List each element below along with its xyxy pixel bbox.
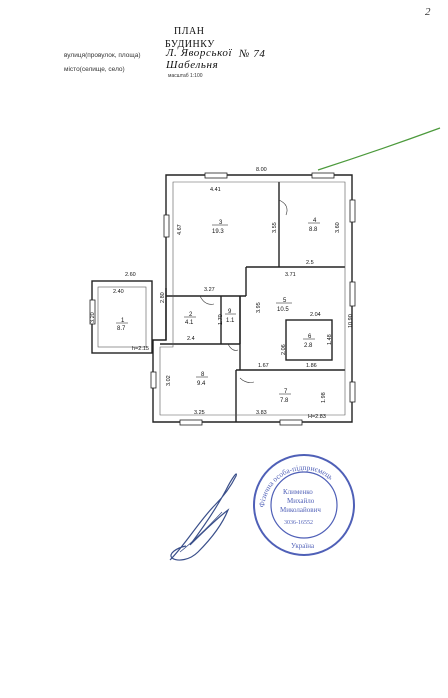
room-3-area: 19.3 (212, 229, 224, 235)
dim-house-height: H=2.83 (308, 414, 326, 420)
room-9-area: 1.1 (226, 318, 235, 324)
dim-room2-depth: 1.70 (218, 314, 224, 325)
dim-room6-bottom: 1.86 (306, 363, 317, 369)
plan-subtitle: БУДИНКУ (165, 39, 215, 50)
stamp-name-line3: Миколайович (280, 506, 321, 514)
dim-room2-width: 3.27 (204, 287, 215, 293)
dim-room3-width: 4.41 (210, 187, 221, 193)
plan-title: ПЛАН (174, 26, 205, 37)
stamp-name-line2: Михайло (287, 497, 315, 505)
stamp-code: 3036-16552 (284, 520, 313, 526)
room-8-area: 9.4 (197, 381, 206, 387)
dim-room4-depth: 3.60 (335, 222, 341, 233)
house-outline (152, 174, 353, 423)
room-4-area: 8.8 (309, 227, 318, 233)
room-5-area: 10.5 (277, 307, 289, 313)
signature (169, 473, 237, 561)
room-2-number: 2 (189, 312, 193, 318)
dim-room5-width-top: 3.71 (285, 272, 296, 278)
dim-room3-right: 3.55 (272, 222, 278, 233)
stamp-country: Україна (291, 542, 315, 550)
dim-room4-width-bottom: 2.5 (306, 260, 314, 266)
room-3-number: 3 (219, 220, 223, 226)
room-2-area: 4.1 (185, 320, 194, 326)
dim-room5-right: 2.04 (310, 312, 321, 318)
scale-label: масштаб 1:100 (168, 73, 203, 79)
annotation-arrow (317, 127, 441, 171)
room-1-number: 1 (121, 318, 125, 324)
dim-room8-width: 3.25 (194, 410, 205, 416)
room-5-number: 5 (283, 298, 287, 304)
dim-room9-depth: 3.95 (256, 302, 262, 313)
room-6-number: 6 (308, 334, 312, 340)
dim-room6-left: 2.06 (281, 344, 287, 355)
stamp-name-line1: Клименко (283, 488, 313, 496)
room-1-area: 8.7 (117, 326, 126, 332)
stamp: Фізична особа-підприємець Клименко Михай… (253, 454, 355, 556)
room-6-area: 2.8 (304, 343, 313, 349)
dim-right-depth: 10.90 (348, 314, 354, 328)
street-label: вулиця(провулок, площа) (64, 52, 141, 59)
dim-veranda-height: h=2.15 (132, 346, 149, 352)
dim-veranda-inner-width: 2.40 (113, 289, 124, 295)
dim-room8-depth: 3.02 (166, 375, 172, 386)
city-label: місто(селище, село) (64, 66, 125, 73)
dim-room2-left: 2.80 (160, 292, 166, 303)
room-9-number: 9 (228, 309, 232, 315)
city-value: Шабельня (166, 59, 219, 71)
room-7-area: 7.8 (280, 398, 289, 404)
dim-room3-depth: 4.67 (177, 224, 183, 235)
dim-veranda-depth: 3.20 (90, 312, 96, 323)
dim-room7-width: 3.83 (256, 410, 267, 416)
dim-room5-bottom-left: 1.67 (258, 363, 269, 369)
dim-room2-bottom: 2.4 (187, 336, 195, 342)
dim-top-width: 8.00 (256, 167, 267, 173)
street-value: Л. Яворської (166, 47, 233, 59)
room-8-number: 8 (201, 372, 205, 378)
dim-veranda-width: 2.60 (125, 272, 136, 278)
dim-room6-height: 1.48 (327, 334, 333, 345)
dim-room7-depth: 1.98 (321, 392, 327, 403)
page-number: 2 (425, 6, 431, 18)
room-7-number: 7 (284, 389, 288, 395)
house-number: № 74 (239, 48, 266, 60)
room-4-number: 4 (313, 218, 317, 224)
